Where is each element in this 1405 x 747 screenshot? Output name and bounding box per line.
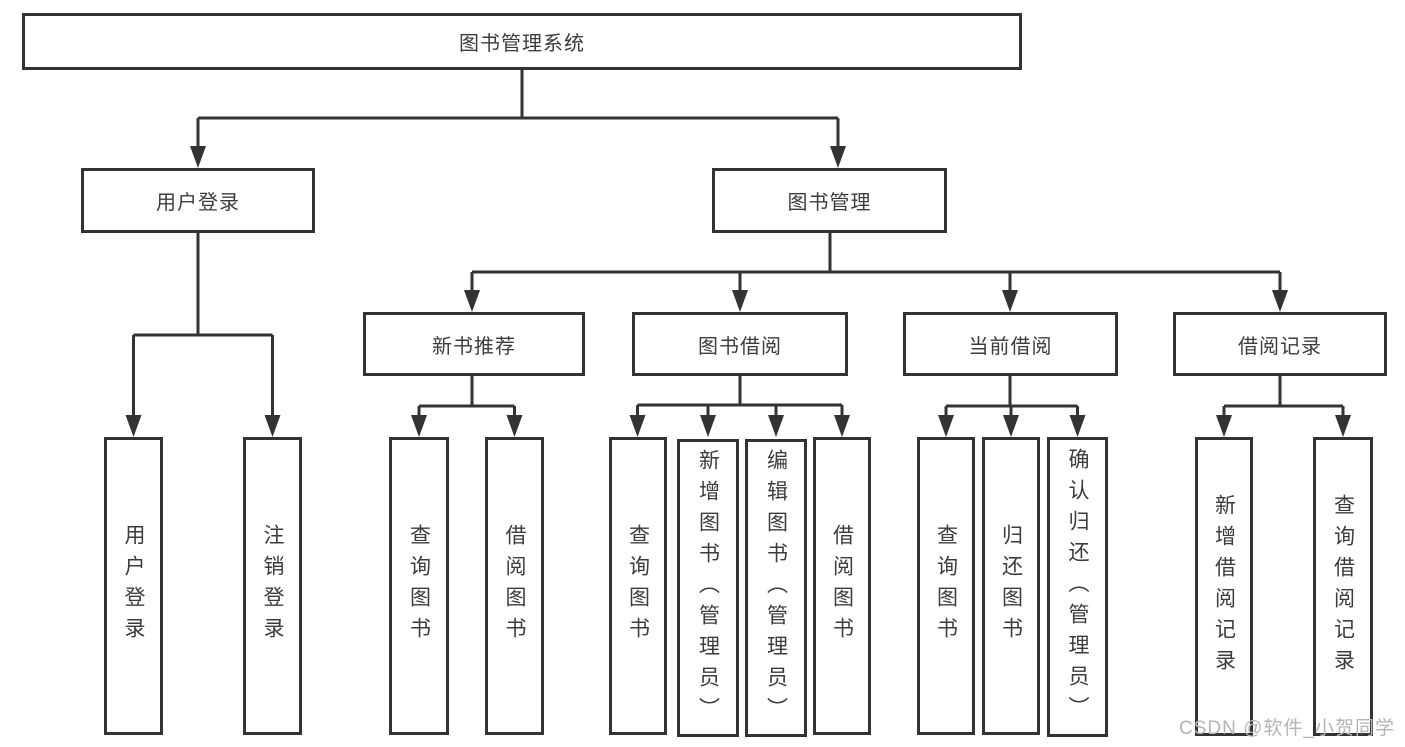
- leaf-current-return-books-label: 归还图书: [999, 524, 1023, 648]
- leaf-records-query-record-label: 查询借阅记录: [1331, 493, 1355, 680]
- leaf-borrowing-edit-books-label: 编辑图书（管理员）: [764, 448, 788, 728]
- leaf-borrowing-add-books: 新增图书（管理员）: [677, 439, 739, 737]
- leaf-records-query-record: 查询借阅记录: [1313, 437, 1373, 736]
- leaf-current-confirm-return-label: 确认归还（管理员）: [1066, 447, 1089, 727]
- leaf-borrowing-add-books-label: 新增图书（管理员）: [696, 448, 720, 728]
- leaf-current-return-books: 归还图书: [982, 437, 1040, 735]
- leaf-recommend-query-books-label: 查询图书: [407, 524, 431, 648]
- node-root-label: 图书管理系统: [459, 33, 585, 55]
- node-book-borrowing: 图书借阅: [632, 312, 848, 376]
- leaf-recommend-query-books: 查询图书: [389, 437, 449, 735]
- node-book-management-label: 图书管理: [787, 192, 872, 214]
- node-new-book-recommend: 新书推荐: [363, 312, 585, 376]
- leaf-borrowing-edit-books: 编辑图书（管理员）: [745, 439, 807, 737]
- leaf-recommend-borrow-books: 借阅图书: [485, 437, 544, 735]
- node-user-login-label: 用户登录: [156, 192, 240, 214]
- node-book-management: 图书管理: [712, 168, 947, 233]
- leaf-logout: 注销登录: [243, 437, 302, 735]
- leaf-borrowing-borrow-books-label: 借阅图书: [830, 524, 854, 648]
- leaf-current-query-books: 查询图书: [917, 437, 975, 735]
- leaf-logout-label: 注销登录: [261, 524, 284, 648]
- node-borrowing-records: 借阅记录: [1173, 312, 1387, 376]
- leaf-current-query-books-label: 查询图书: [934, 524, 958, 648]
- leaf-current-confirm-return: 确认归还（管理员）: [1047, 437, 1108, 737]
- node-current-borrowing: 当前借阅: [903, 312, 1118, 376]
- watermark: CSDN @软件_小贺同学: [1179, 718, 1395, 739]
- leaf-borrowing-query-books-label: 查询图书: [626, 524, 650, 648]
- node-book-borrowing-label: 图书借阅: [698, 335, 782, 358]
- node-root: 图书管理系统: [22, 13, 1022, 70]
- node-user-login: 用户登录: [81, 168, 315, 233]
- leaf-recommend-borrow-books-label: 借阅图书: [503, 524, 526, 648]
- node-borrowing-records-label: 借阅记录: [1238, 335, 1322, 358]
- leaf-user-login-label: 用户登录: [122, 524, 145, 648]
- leaf-records-add-record-label: 新增借阅记录: [1212, 493, 1236, 680]
- leaf-borrowing-borrow-books: 借阅图书: [813, 437, 871, 735]
- leaf-user-login: 用户登录: [104, 437, 163, 735]
- leaf-records-add-record: 新增借阅记录: [1195, 437, 1253, 736]
- node-new-book-recommend-label: 新书推荐: [432, 335, 516, 358]
- leaf-borrowing-query-books: 查询图书: [609, 437, 667, 735]
- node-current-borrowing-label: 当前借阅: [968, 335, 1053, 358]
